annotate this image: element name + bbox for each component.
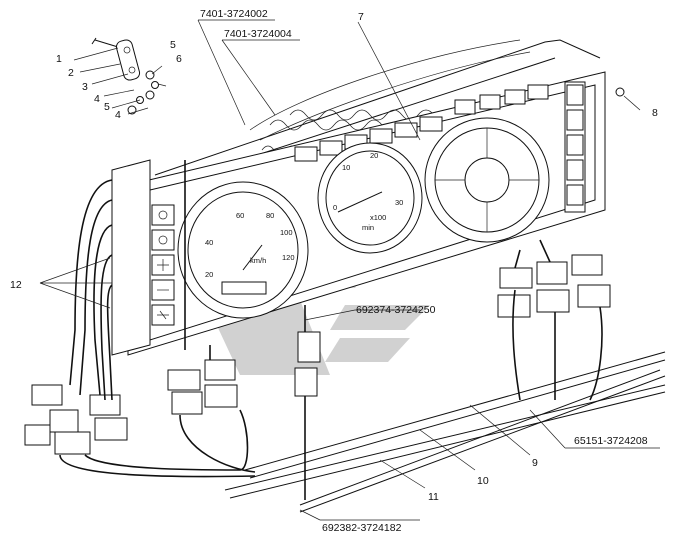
speedo-tick-120: 120 [282,253,295,262]
label-7401-3724002: 7401-3724002 [200,8,268,20]
connector-group-center [167,359,238,415]
speedo-tick-60: 60 [236,211,244,220]
callout-3: 3 [82,81,88,93]
fastener-group [91,37,625,115]
tacho-multiplier: x100 [370,213,386,222]
right-switch-column [564,81,586,213]
speedo-needle [242,244,263,271]
callout-2: 2 [68,67,74,79]
callout-10: 10 [477,475,489,487]
callout-4a: 4 [94,93,100,105]
left-switch-column [151,204,175,326]
callout-12: 12 [10,279,22,291]
label-692374-3724250: 692374-3724250 [356,304,436,316]
callout-labels: 7401-3724002 7401-3724004 7 1 2 3 4 5 4 … [10,8,658,534]
speedo-unit: km/h [250,256,266,265]
combination-gauge [424,117,550,243]
speedo-tick-80: 80 [266,211,274,220]
speedo-tick-20: 20 [205,270,213,279]
tacho-tick-10: 10 [342,163,350,172]
leader-lines [39,19,660,521]
label-7401-3724004: 7401-3724004 [224,28,292,40]
harness-tubes [224,351,666,513]
callout-9: 9 [532,457,538,469]
indicator-lamp-strip [294,84,549,162]
harness-wires [59,160,603,500]
callout-7: 7 [358,11,364,23]
instrument-panel: 20 40 60 80 100 120 km/h 0 10 20 30 x100… [111,39,606,356]
tacho-tick-0: 0 [333,203,337,212]
label-65151-3724208: 65151-3724208 [574,435,648,447]
speedo-tick-40: 40 [205,238,213,247]
tacho-unit: min [362,223,374,232]
label-692382-3724182: 692382-3724182 [322,522,402,534]
tacho-tick-20: 20 [370,151,378,160]
callout-8: 8 [652,107,658,119]
tachometer-gauge: 0 10 20 30 x100 min [317,142,423,254]
callout-5a: 5 [170,39,176,51]
callout-11: 11 [428,491,439,503]
tacho-tick-30: 30 [395,198,403,207]
tacho-needle [337,191,383,213]
speedometer-gauge: 20 40 60 80 100 120 km/h [177,181,309,319]
connector-group-right [497,254,611,318]
connector-single-center [294,331,321,397]
connector-group-left [24,384,128,455]
callout-4b: 4 [115,109,121,121]
speedo-tick-100: 100 [280,228,293,237]
panel-left-bezel [111,159,151,356]
callout-1: 1 [56,53,62,65]
callout-5b: 5 [104,101,110,113]
callout-6: 6 [176,53,182,65]
